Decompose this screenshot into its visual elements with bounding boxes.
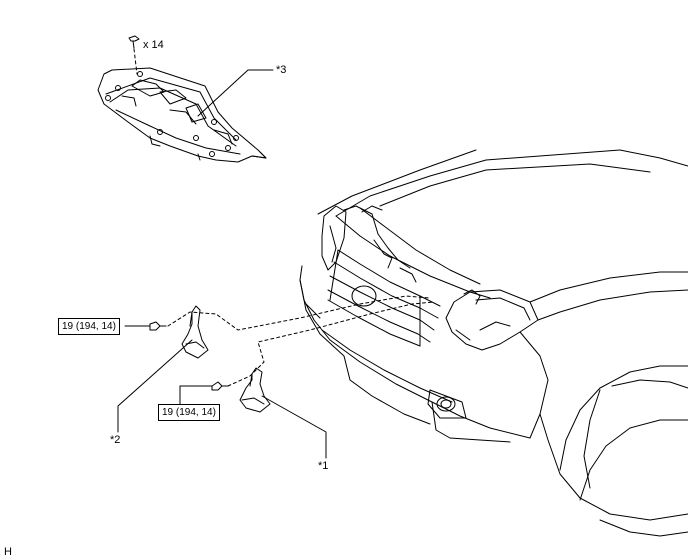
- figure-code: H: [4, 546, 12, 558]
- clip-quantity: x 14: [143, 39, 164, 51]
- horn-1-dashed-path: [227, 301, 435, 387]
- horn-2: [181, 305, 209, 359]
- clip-leader-dashed: [133, 48, 138, 75]
- callout-3: *3: [276, 64, 287, 76]
- bolt-icon-2: [211, 381, 229, 391]
- horn-1-torque-leader: [179, 385, 213, 405]
- callout-2: *2: [110, 434, 121, 446]
- horn-1-callout-leader: [261, 395, 327, 459]
- torque-box-horn-1: 19 (194, 14): [158, 404, 220, 421]
- radiator-support-cover: [97, 67, 267, 163]
- bolt-icon: [149, 321, 167, 331]
- clip-icon: [128, 35, 140, 49]
- cover-leader: [197, 69, 274, 117]
- horn-2-dashed-path: [167, 295, 431, 331]
- horn-2-callout-leader: [117, 339, 193, 433]
- horn-1: [239, 367, 271, 413]
- vehicle-front: [299, 149, 688, 537]
- callout-1: *1: [318, 460, 329, 472]
- torque-box-horn-2: 19 (194, 14): [58, 318, 120, 335]
